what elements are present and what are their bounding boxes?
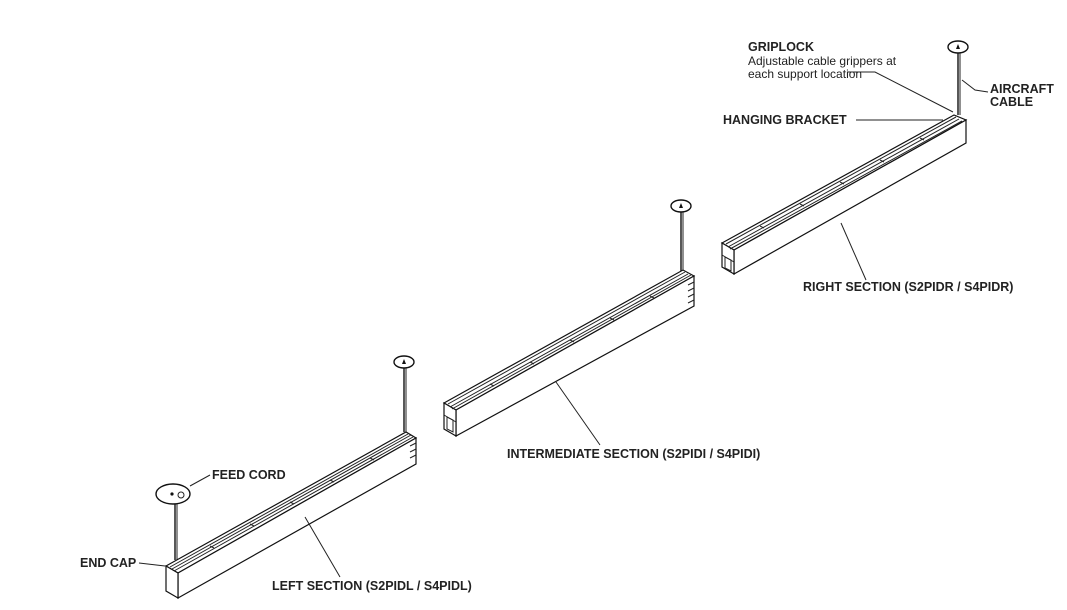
feed-cord-label: FEED CORD — [212, 468, 286, 482]
griplock-description-line-1: Adjustable cable grippers at — [748, 54, 897, 68]
callout-leaders — [138, 71, 989, 578]
left-section — [155, 355, 418, 600]
aircraft-cable-label-line-2: CABLE — [990, 95, 1033, 109]
feed-cord-canopy — [155, 483, 191, 505]
right-section-label: RIGHT SECTION (S2PIDR / S4PIDR) — [803, 280, 1013, 294]
aircraft-cable-label-line-1: AIRCRAFT — [990, 82, 1054, 96]
intermediate-section — [442, 199, 696, 438]
right-section — [720, 40, 969, 276]
griplock-description-line-2: each support location — [748, 67, 862, 81]
griplock-title: GRIPLOCK — [748, 40, 814, 54]
intermediate-section-label: INTERMEDIATE SECTION (S2PIDI / S4PIDI) — [507, 447, 760, 461]
left-section-label: LEFT SECTION (S2PIDL / S4PIDL) — [272, 579, 472, 593]
end-cap-label: END CAP — [80, 556, 136, 570]
hanging-bracket-label: HANGING BRACKET — [723, 113, 847, 127]
